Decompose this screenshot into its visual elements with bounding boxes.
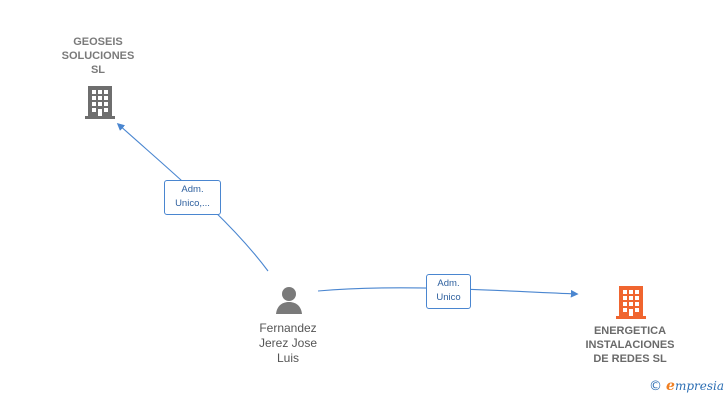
brand-watermark: © empresia bbox=[649, 378, 724, 394]
building-icon[interactable] bbox=[85, 84, 115, 120]
copyright-icon: © bbox=[649, 378, 663, 394]
edge-label-adm-unico-energetica[interactable]: Adm. Unico bbox=[426, 274, 471, 309]
node-label-energetica[interactable]: ENERGETICA INSTALACIONES DE REDES SL bbox=[585, 325, 675, 365]
brand-logo: empresia bbox=[666, 378, 724, 394]
node-label-fernandez[interactable]: Fernandez Jerez Jose Luis bbox=[258, 321, 318, 365]
node-label-geoseis[interactable]: GEOSEIS SOLUCIONES SL bbox=[61, 36, 135, 76]
building-icon[interactable] bbox=[616, 284, 646, 320]
edge-label-adm-unico-geoseis[interactable]: Adm. Unico,... bbox=[164, 180, 221, 215]
person-icon[interactable] bbox=[274, 285, 304, 315]
